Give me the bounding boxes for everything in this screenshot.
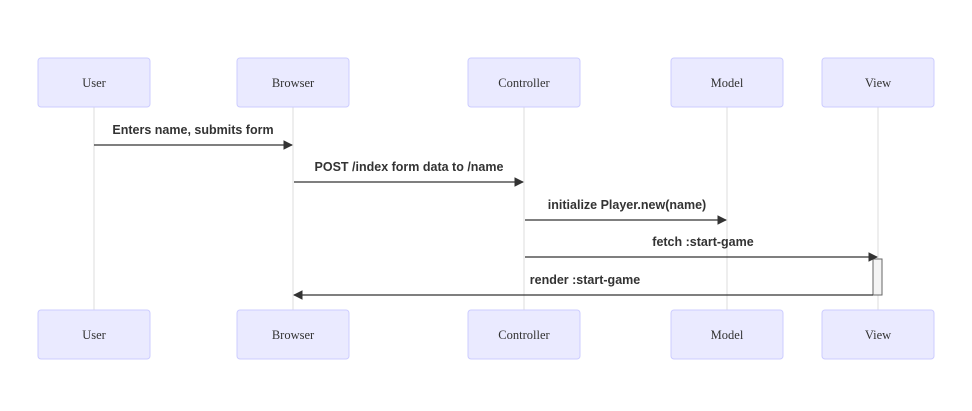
actor-label: Browser	[272, 76, 315, 90]
message-4: fetch :start-game	[525, 235, 878, 262]
message-label: render :start-game	[530, 273, 640, 287]
actor-browser-top: Browser	[236, 57, 350, 108]
actor-view-bottom: View	[821, 309, 935, 360]
message-2: POST /index form data to /name	[294, 160, 524, 187]
actor-label: Browser	[272, 328, 315, 342]
actor-controller-bottom: Controller	[467, 309, 581, 360]
message-5: render :start-game	[293, 273, 873, 300]
actor-model-bottom: Model	[670, 309, 784, 360]
actor-label: Controller	[498, 76, 550, 90]
actor-label: Model	[711, 76, 744, 90]
actor-label: User	[82, 328, 106, 342]
actor-label: Controller	[498, 328, 550, 342]
message-label: POST /index form data to /name	[315, 160, 504, 174]
actor-model-top: Model	[670, 57, 784, 108]
message-3: initialize Player.new(name)	[525, 198, 727, 225]
message-label: fetch :start-game	[652, 235, 753, 249]
actor-user-bottom: User	[37, 309, 151, 360]
actor-label: View	[865, 328, 891, 342]
message-1: Enters name, submits form	[94, 123, 293, 150]
actor-label: Model	[711, 328, 744, 342]
actor-label: User	[82, 76, 106, 90]
actor-user-top: User	[37, 57, 151, 108]
actor-browser-bottom: Browser	[236, 309, 350, 360]
activation-bar-view	[872, 258, 883, 296]
actor-controller-top: Controller	[467, 57, 581, 108]
message-label: initialize Player.new(name)	[548, 198, 706, 212]
actor-label: View	[865, 76, 891, 90]
actor-view-top: View	[821, 57, 935, 108]
message-label: Enters name, submits form	[112, 123, 273, 137]
